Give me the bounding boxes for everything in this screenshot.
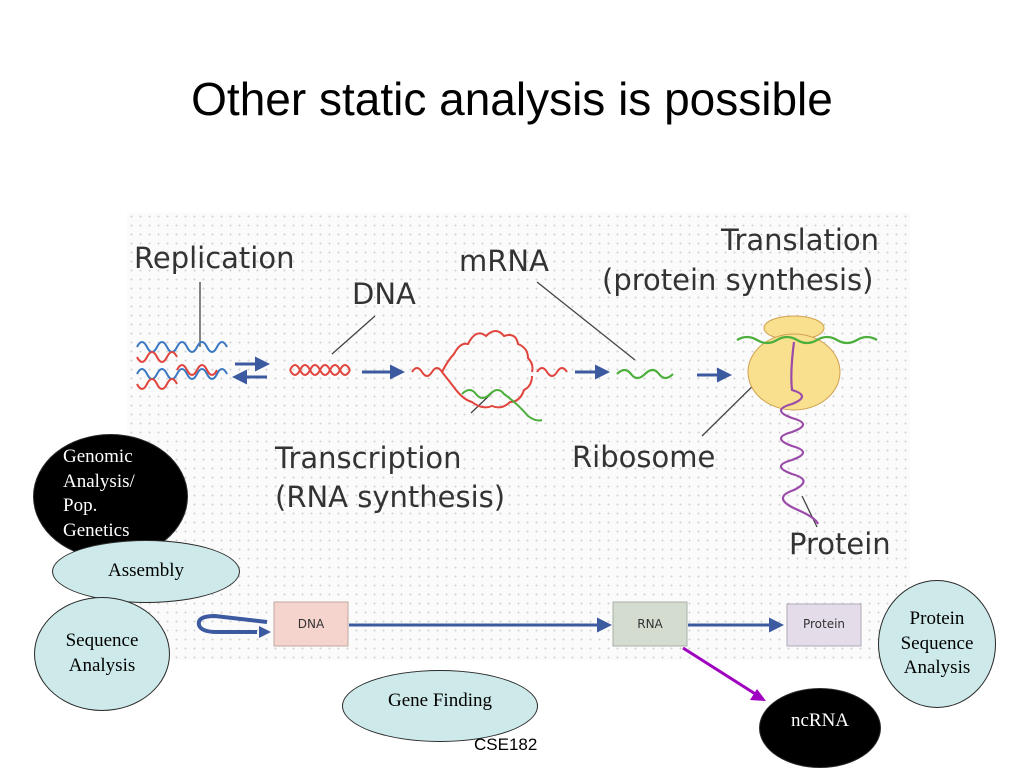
genomic-line-3: Pop. bbox=[63, 495, 98, 517]
dna-helix bbox=[289, 364, 351, 376]
ncrna-bubble: ncRNA bbox=[759, 688, 881, 768]
sequence-analysis-bubble: Sequence Analysis bbox=[34, 597, 170, 711]
genomic-line-4: Genetics bbox=[63, 520, 130, 542]
gene-finding-bubble: Gene Finding bbox=[342, 670, 538, 742]
protein-seq-line-3: Analysis bbox=[903, 657, 971, 679]
ribosome-label: Ribosome bbox=[572, 440, 716, 474]
mrna-leader-line bbox=[536, 281, 636, 361]
replication-loop-arrowhead bbox=[259, 626, 271, 638]
sequence-line-2: Analysis bbox=[68, 655, 136, 676]
translation-sublabel: (protein synthesis) bbox=[602, 263, 874, 297]
genomic-analysis-bubble: Genomic Analysis/ Pop. Genetics bbox=[33, 434, 188, 559]
translation-label: Translation bbox=[721, 223, 880, 257]
dna-leader-line bbox=[331, 315, 376, 355]
genomic-line-2: Analysis/ bbox=[63, 470, 135, 492]
replication-loop-arrow bbox=[196, 613, 268, 634]
protein-box bbox=[786, 603, 862, 647]
protein-chain bbox=[779, 341, 820, 525]
protein-seq-line-1: Protein bbox=[909, 607, 965, 629]
rna-box-label: RNA bbox=[637, 617, 663, 631]
transcription-bubble bbox=[411, 330, 568, 422]
slide-title: Other static analysis is possible bbox=[191, 73, 833, 125]
sequence-line-1: Sequence bbox=[65, 630, 139, 652]
transcription-sublabel: (RNA synthesis) bbox=[275, 480, 506, 514]
assembly-bubble: Assembly bbox=[52, 540, 240, 603]
protein-sequence-bubble: Protein Sequence Analysis bbox=[878, 580, 996, 708]
transcription-label: Transcription bbox=[275, 441, 462, 475]
ribosome-large-subunit bbox=[747, 333, 841, 411]
protein-label: Protein bbox=[789, 527, 891, 561]
slide-footer: CSE182 bbox=[474, 735, 538, 754]
ribosome-mrna bbox=[736, 335, 878, 345]
assembly-label: Assembly bbox=[108, 560, 184, 582]
mrna-label: mRNA bbox=[459, 244, 549, 278]
ncrna-arrowhead bbox=[750, 689, 766, 701]
central-dogma-figure: Replication DNA mRNA Translation (protei… bbox=[127, 212, 910, 660]
mrna-strand bbox=[616, 368, 674, 380]
protein-seq-line-2: Sequence bbox=[900, 632, 974, 654]
protein-box-label: Protein bbox=[802, 617, 846, 631]
replicating-dna bbox=[136, 341, 228, 390]
dna-label: DNA bbox=[352, 277, 416, 311]
dna-box-label: DNA bbox=[297, 617, 325, 631]
central-dogma-drawing bbox=[136, 281, 878, 647]
genomic-line-1: Genomic bbox=[63, 446, 133, 467]
ncrna-label: ncRNA bbox=[790, 710, 850, 731]
dna-box bbox=[273, 601, 349, 647]
rna-box bbox=[612, 601, 688, 647]
protein-leader-line bbox=[801, 495, 818, 528]
replication-label: Replication bbox=[134, 241, 295, 275]
gene-finding-label: Gene Finding bbox=[388, 689, 492, 711]
